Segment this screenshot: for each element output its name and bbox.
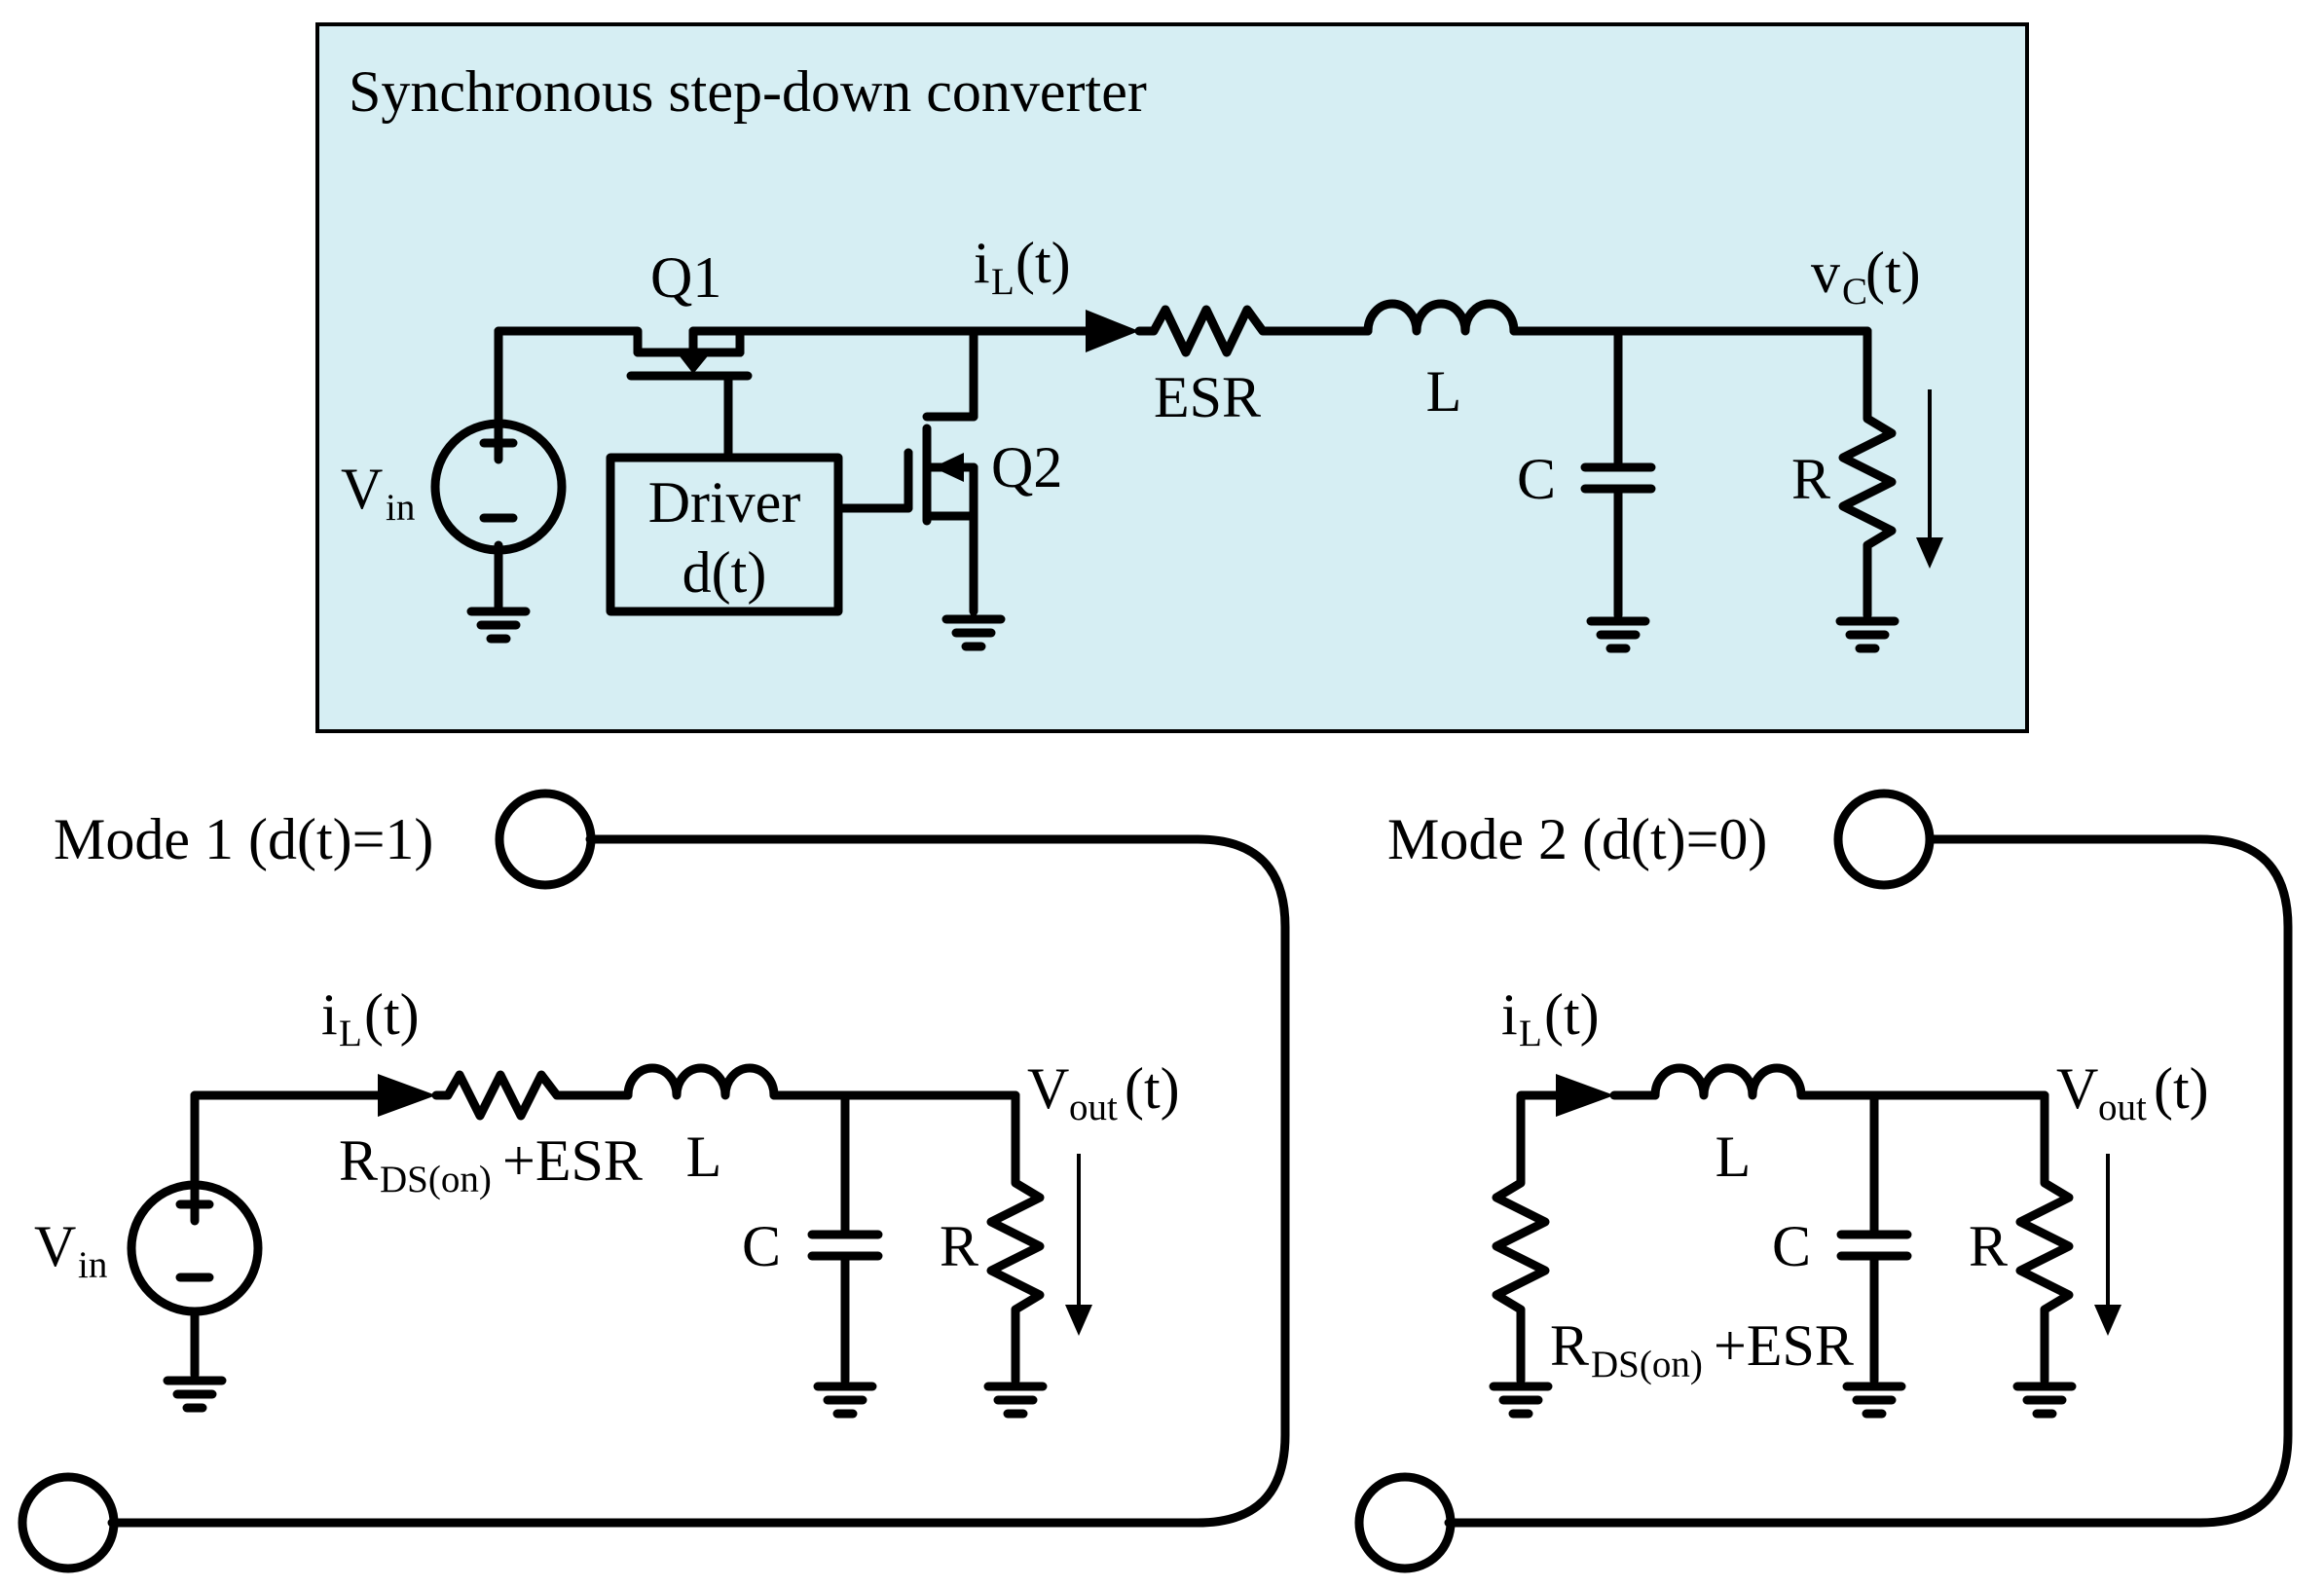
top-vin-subscript: in — [386, 487, 415, 529]
mode1-vin-source: V in — [34, 1090, 263, 1408]
terminal-circle-icon — [495, 789, 596, 890]
current-arrow-icon — [1086, 310, 1139, 352]
mode1-resistor-label: R — [940, 1214, 978, 1278]
mode2-rds-tail: +ESR — [1714, 1313, 1854, 1378]
esr-resistor: ESR — [1134, 305, 1373, 429]
mode1-vin-subscript: in — [78, 1244, 107, 1286]
top-vc-tail: (t) — [1865, 240, 1921, 305]
top-panel-title: Synchronous step-down converter — [349, 59, 1147, 124]
mode1-capacitor-label: C — [742, 1214, 781, 1278]
esr-label: ESR — [1154, 365, 1261, 429]
mode1-vout-label: V — [1027, 1056, 1069, 1121]
mode1-rds-label: R — [339, 1128, 378, 1193]
terminal-circle-icon — [18, 1472, 119, 1573]
top-panel-background — [315, 22, 2029, 733]
mode2-vout-tail: (t) — [2154, 1056, 2209, 1121]
resistor-icon — [431, 1070, 633, 1121]
voltage-arrow-icon — [1916, 537, 1943, 569]
resistor-icon — [2015, 1090, 2074, 1385]
mode2-vout-label: V — [2056, 1056, 2098, 1121]
ground-icon — [818, 1386, 872, 1414]
ground-icon — [988, 1386, 1043, 1414]
mode2-rds-subscript: DS(on) — [1591, 1344, 1703, 1385]
top-load-resistor: R — [1791, 326, 1895, 648]
mode1-vin-label: V — [34, 1214, 76, 1278]
top-il-label: i — [974, 231, 990, 295]
mode1-rds-tail: +ESR — [502, 1128, 643, 1193]
top-vc-label: v — [1811, 240, 1840, 305]
terminal-circle-icon — [1833, 789, 1935, 890]
top-capacitor: C — [1517, 326, 1656, 648]
mode1-vout-subscript: out — [1069, 1087, 1118, 1128]
driver-label: Driver — [648, 470, 801, 535]
inductor-icon — [623, 1063, 779, 1100]
top-il-tail: (t) — [1015, 231, 1071, 295]
mode1-il-tail: (t) — [364, 982, 420, 1047]
resistor-icon — [1492, 1090, 1572, 1385]
ground-icon — [1847, 1386, 1901, 1414]
top-resistor-label: R — [1791, 447, 1830, 511]
q1-label: Q1 — [650, 245, 721, 310]
inductor-icon — [1650, 1063, 1806, 1100]
mode2-il-tail: (t) — [1544, 982, 1600, 1047]
mode2-vout-subscript: out — [2098, 1087, 2147, 1128]
top-vc-subscript: C — [1842, 271, 1867, 313]
q2-mosfet: Q2 — [904, 326, 1062, 646]
top-vin-source: V in — [341, 326, 567, 639]
resistor-icon — [986, 1090, 1045, 1385]
mode1-inductor-label: L — [686, 1125, 722, 1189]
top-capacitor-label: C — [1517, 447, 1556, 511]
mode2-capacitor-label: C — [1772, 1214, 1811, 1278]
mode2-resistor-label: R — [1969, 1214, 2008, 1278]
driver-block: Driver d(t) — [606, 453, 843, 616]
voltage-arrow-icon — [1065, 1305, 1092, 1336]
mode2-panel: Mode 2 (d(t)=0) R DS(on) +ESR i L (t) L … — [1354, 789, 2293, 1573]
q2-label: Q2 — [991, 435, 1062, 499]
mode1-rds-subscript: DS(on) — [380, 1159, 492, 1200]
voltage-arrow-icon — [2094, 1305, 2121, 1336]
mode2-rds-label: R — [1550, 1313, 1589, 1378]
top-inductor: L — [1363, 299, 1872, 424]
mode1-title: Mode 1 (d(t)=1) — [54, 807, 433, 871]
top-inductor-label: L — [1426, 359, 1462, 424]
mode1-il-label: i — [321, 982, 338, 1047]
driver-signal-label: d(t) — [682, 540, 767, 605]
mode1-il-subscript: L — [339, 1013, 362, 1054]
mode1-panel: Mode 1 (d(t)=1) V in i L (t) R DS(on) +E… — [18, 789, 1290, 1573]
current-arrow-icon — [1556, 1074, 1614, 1117]
mode1-vout-tail: (t) — [1125, 1056, 1180, 1121]
mode2-il-label: i — [1501, 982, 1518, 1047]
top-panel: Synchronous step-down converter V in Q1 — [315, 22, 2029, 733]
ground-icon — [1494, 1386, 1548, 1414]
current-arrow-icon — [378, 1074, 436, 1117]
ground-icon — [167, 1381, 222, 1408]
ground-icon — [2017, 1386, 2072, 1414]
top-il-subscript: L — [991, 261, 1014, 303]
mode2-inductor-label: L — [1715, 1125, 1752, 1189]
top-vin-label: V — [341, 457, 383, 521]
mode2-title: Mode 2 (d(t)=0) — [1387, 807, 1767, 871]
mode2-il-subscript: L — [1519, 1013, 1542, 1054]
terminal-circle-icon — [1354, 1472, 1456, 1573]
